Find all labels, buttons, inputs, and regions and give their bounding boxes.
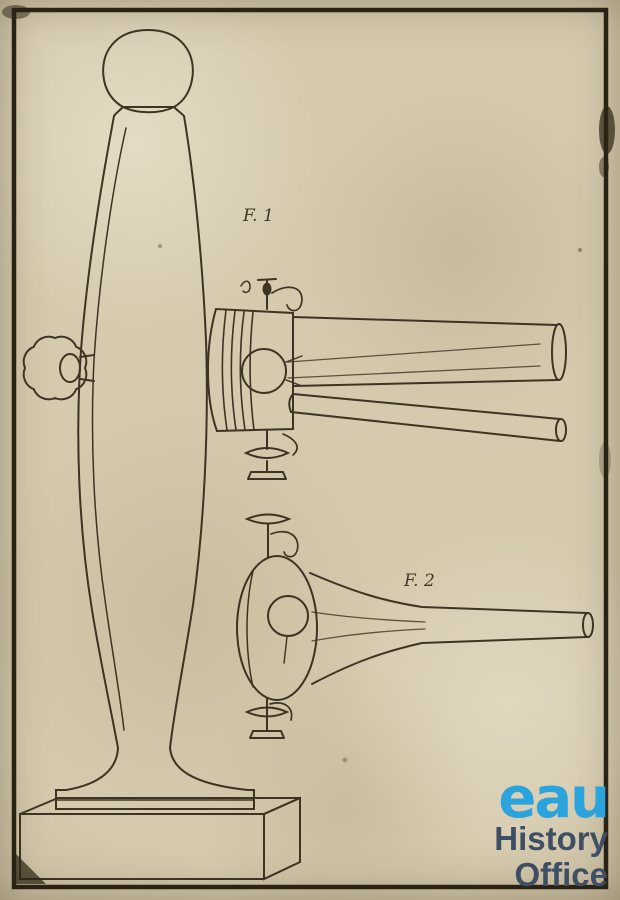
f1-pen-squiggle — [240, 280, 251, 294]
f1-large-tube-bore — [287, 343, 541, 379]
instrument-f1 — [206, 278, 567, 480]
f1-large-tube — [292, 316, 558, 387]
f2-funnel-bottom — [311, 636, 588, 685]
base-right-face — [263, 796, 301, 881]
focus-wheel-scallop — [22, 335, 88, 401]
focus-wheel-axle — [79, 354, 95, 382]
f2-funnel-opening — [582, 612, 594, 638]
focus-wheel-hub — [59, 353, 81, 383]
f1-label: F. 1 — [242, 206, 274, 226]
base-front-face — [19, 813, 265, 880]
f2-body — [236, 555, 318, 701]
f1-bottom-screw-wing — [243, 447, 291, 459]
f2-bore-mark — [283, 636, 288, 664]
pedestal-column-left-edge — [77, 115, 119, 749]
f1-bottom-hook — [282, 433, 298, 456]
blotch-right-middle — [599, 442, 611, 478]
f2-top-screw-handle — [244, 513, 292, 525]
frame-border — [11, 7, 609, 890]
f1-bottom-screw-foot — [247, 471, 287, 480]
f1-collar — [206, 307, 294, 433]
knob-neck-left — [113, 106, 124, 117]
watermark-office: Office — [514, 855, 608, 893]
eau-logo: eau — [498, 765, 610, 831]
f2-funnel-bore — [311, 611, 426, 642]
pedestal-foot-left — [65, 747, 119, 791]
f2-lens-circle — [267, 595, 309, 637]
watermark: eau History Office — [494, 765, 610, 893]
instrument-f2 — [236, 513, 594, 739]
f1-collar-rings — [221, 309, 255, 431]
f1-ink-blot — [262, 282, 272, 296]
f2-bottom-screw — [244, 698, 293, 739]
f2-body-inner-contour — [246, 570, 254, 688]
f1-large-tube-opening — [551, 323, 567, 381]
foot-plate — [55, 789, 255, 810]
speck-2 — [158, 244, 162, 248]
f1-lower-tube-opening — [555, 418, 567, 442]
f1-spring-hook — [271, 286, 303, 312]
watermark-history: History — [494, 820, 608, 858]
knob-joint-line — [122, 106, 175, 114]
f2-bottom-screw-wing — [244, 706, 290, 718]
pedestal-stand — [19, 28, 301, 881]
f2-top-hook — [270, 530, 299, 558]
pedestal-column-right-edge — [169, 115, 208, 749]
f2-funnel-top — [309, 572, 588, 614]
focus-wheel — [22, 335, 95, 401]
speck-3 — [342, 757, 348, 763]
blotch-bottom-left — [14, 852, 46, 884]
f1-lower-tube — [288, 393, 561, 442]
f1-top-screw — [240, 278, 303, 312]
f2-label: F. 2 — [403, 571, 435, 591]
blotch-top-right-small — [599, 157, 609, 177]
pedestal-foot-right — [169, 747, 249, 791]
blotch-top-left — [2, 5, 30, 19]
f2-top-screw — [244, 513, 299, 559]
f1-lens-circle — [241, 348, 287, 394]
blotch-top-right — [599, 106, 615, 154]
pedestal-column-inner-contour — [91, 127, 127, 731]
f1-bottom-screw — [243, 430, 298, 480]
knob-neck-right — [173, 106, 185, 117]
paper-blotches — [2, 5, 615, 884]
pedestal-knob — [102, 28, 194, 108]
speck-1 — [578, 248, 582, 252]
pedestal-base — [19, 796, 301, 881]
f2-bottom-hook — [269, 702, 293, 721]
f2-bottom-screw-foot — [249, 730, 285, 739]
